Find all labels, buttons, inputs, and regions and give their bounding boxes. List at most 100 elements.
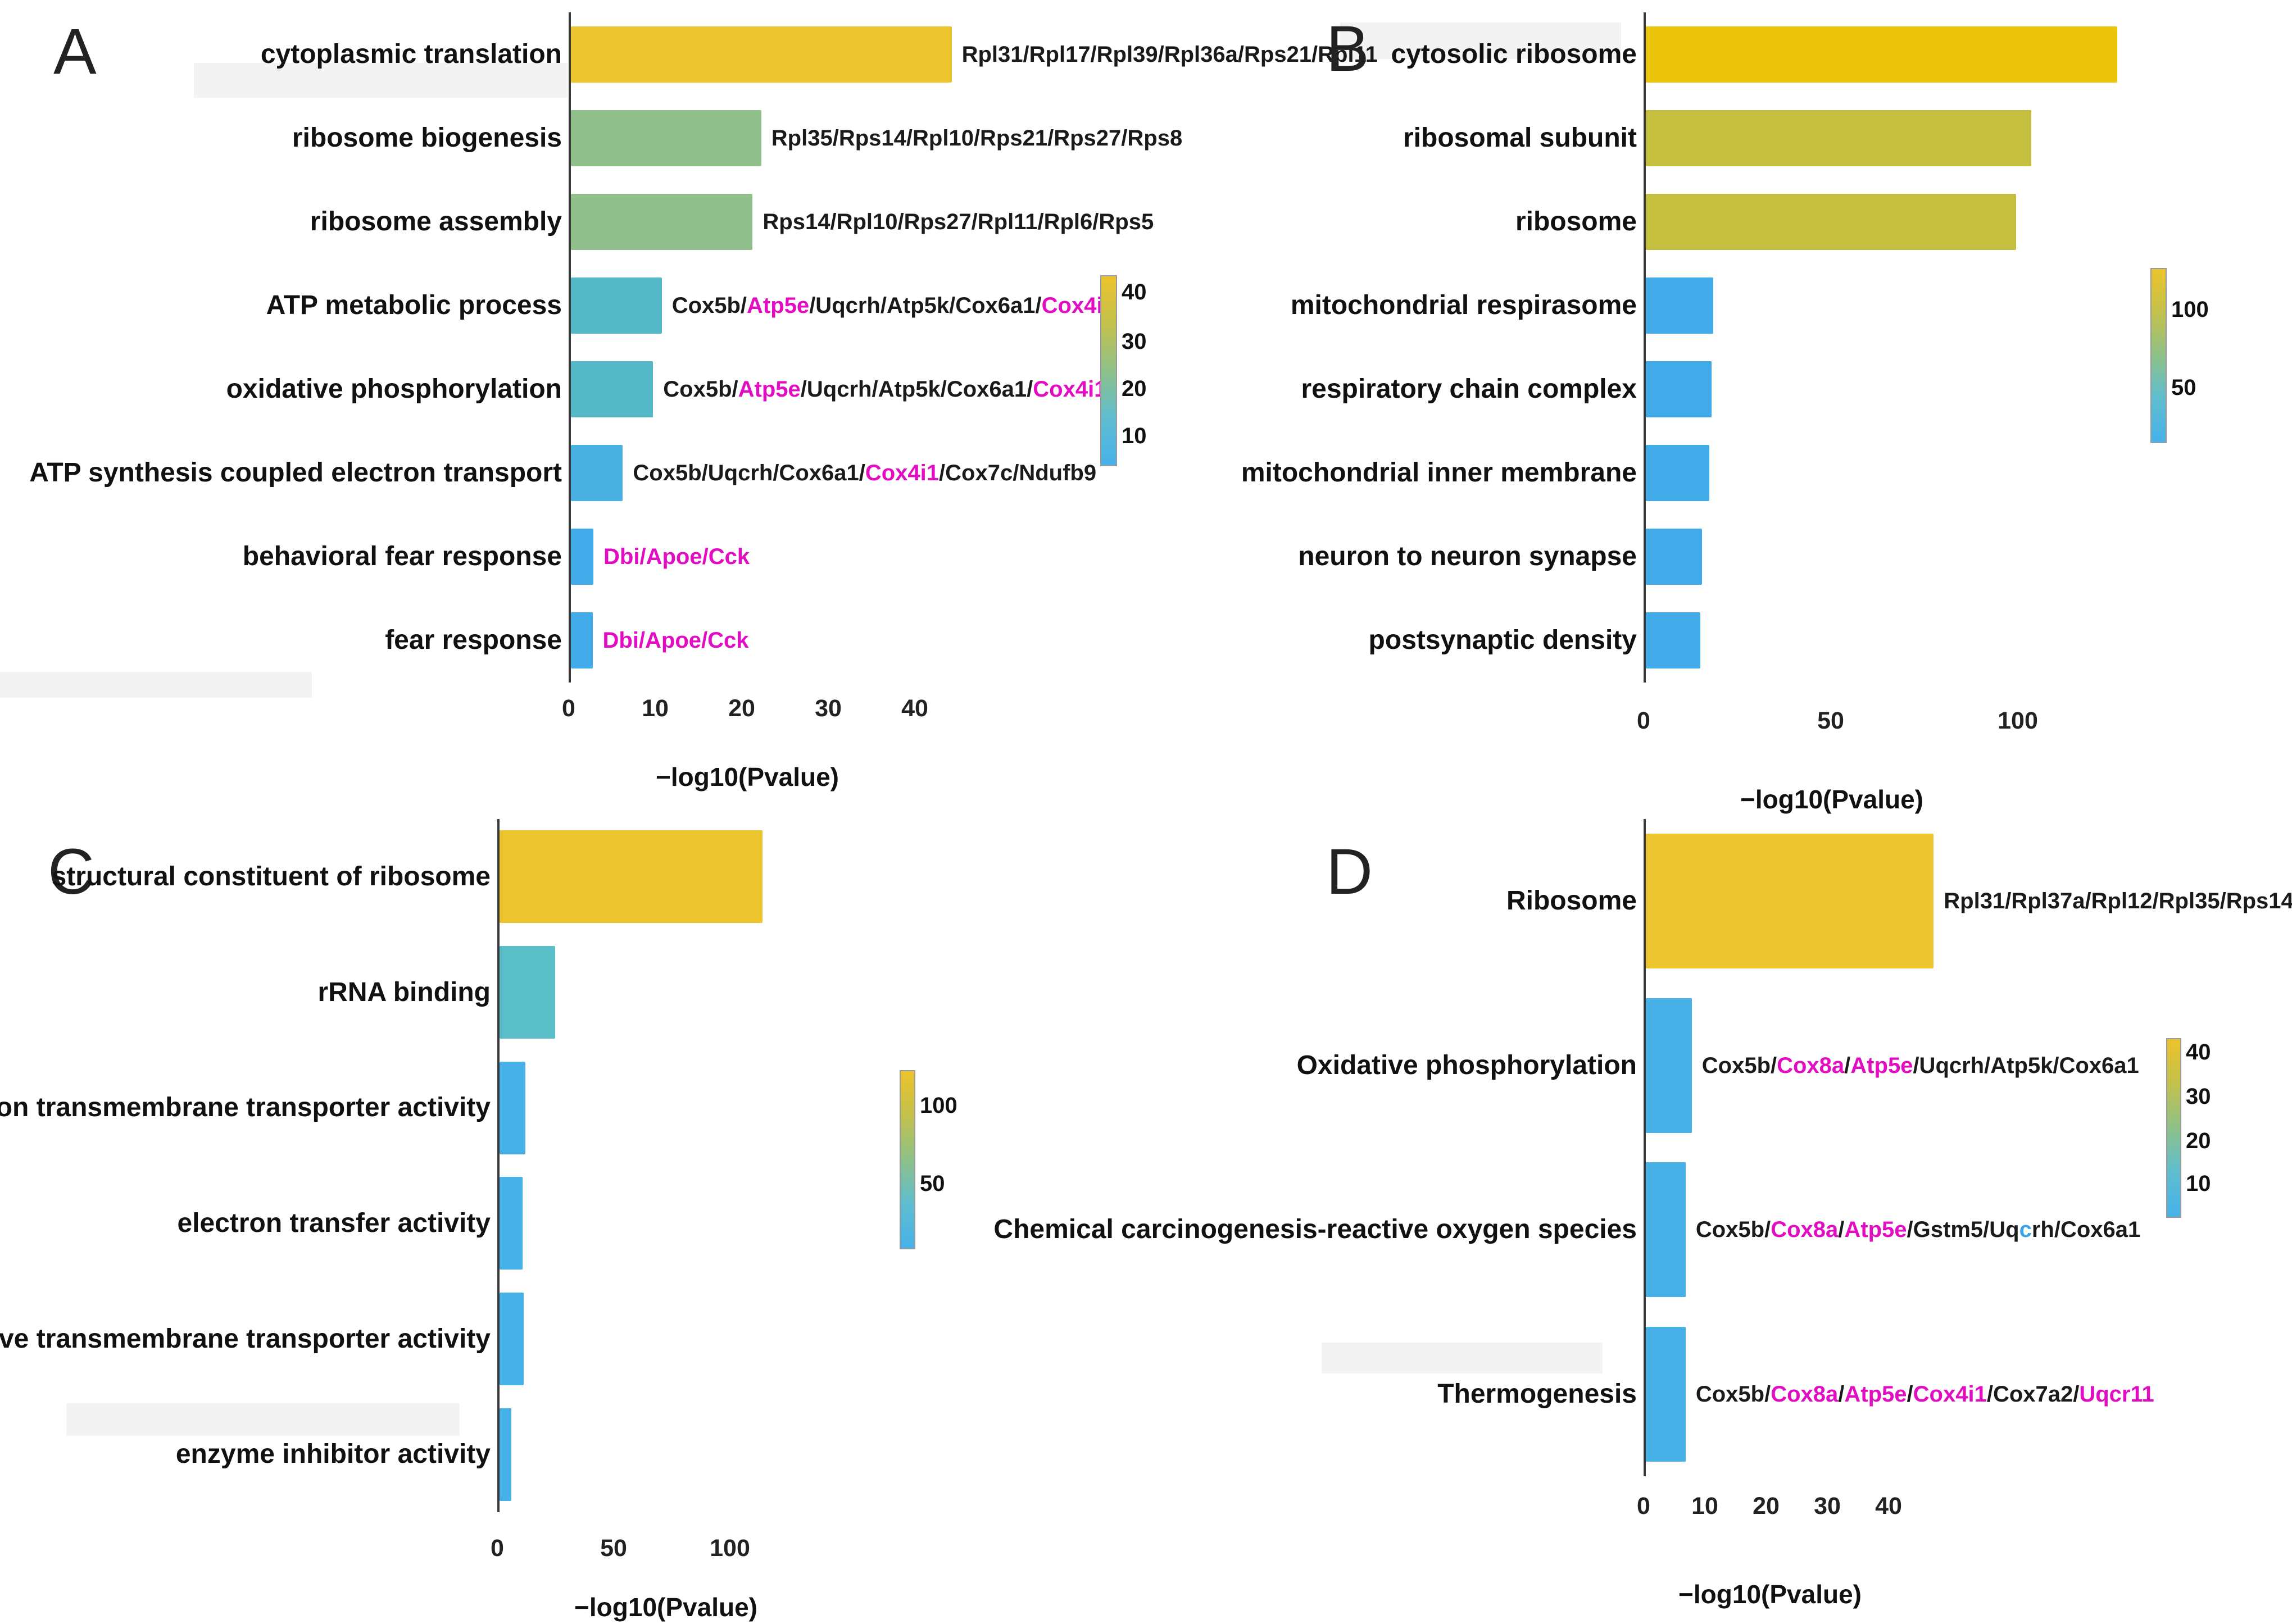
colorbar-gradient	[900, 1070, 915, 1249]
gene-segment: Atp5e	[1844, 1217, 1907, 1243]
gene-segment: Atp5e	[747, 293, 810, 318]
panel-letter-C: C	[48, 836, 95, 908]
x-tick-label: 20	[728, 695, 755, 722]
category-label: ribosomal subunit	[1403, 122, 1637, 153]
gene-segment: Cox5b/	[1695, 1217, 1771, 1243]
colorbar-gradient	[2150, 268, 2167, 443]
bar	[1646, 612, 1700, 669]
bar	[571, 193, 753, 250]
gene-segment: Atp5e	[1850, 1053, 1913, 1078]
bar	[500, 946, 556, 1039]
category-label: Ribosome	[1506, 886, 1637, 916]
colorbar-tick-label: 40	[1122, 280, 1147, 305]
gene-segment: Rpl31/Rpl37a/Rpl12/Rpl35/Rps14/Rpl17	[1944, 889, 2292, 914]
gene-label: Cox5b/Uqcrh/Cox6a1/Cox4i1/Cox7c/Ndufb9	[633, 462, 1096, 484]
background-artifact	[1340, 22, 1621, 59]
gene-label: Rpl31/Rpl17/Rpl39/Rpl36a/Rps21/Rpl11	[962, 43, 1378, 66]
gene-segment: Cox5b/	[663, 377, 738, 402]
category-label: rRNA binding	[317, 977, 491, 1007]
x-tick-label: 50	[600, 1535, 627, 1562]
gene-segment: /Gstm5/Uq	[1907, 1217, 2019, 1243]
gene-label: Cox5b/Atp5e/Uqcrh/Atp5k/Cox6a1/Cox4i1	[672, 294, 1115, 317]
bar	[571, 612, 593, 669]
gene-segment: c	[2019, 1217, 2032, 1243]
x-tick-label: 20	[1753, 1493, 1780, 1520]
gene-segment: Rpl31/Rpl17/Rpl39/Rpl36a/Rps21/Rpl11	[961, 42, 1378, 67]
category-label: cytosolic ribosome	[1391, 39, 1637, 69]
category-label: mitochondrial respirasome	[1290, 290, 1637, 320]
bar	[1646, 361, 1712, 418]
gene-segment: Cox4i1	[1913, 1381, 1987, 1407]
gene-label: Cox5b/Atp5e/Uqcrh/Atp5k/Cox6a1/Cox4i1	[663, 378, 1106, 401]
gene-label: Cox5b/Cox8a/Atp5e/Uqcrh/Atp5k/Cox6a1	[1702, 1054, 2139, 1077]
category-label: ATP metabolic process	[266, 290, 562, 320]
category-label: cytoplasmic translation	[260, 39, 562, 69]
colorbar-tick-label: 20	[1122, 376, 1147, 401]
colorbar-tick-label: 40	[2186, 1040, 2211, 1065]
category-label: structural constituent of ribosome	[51, 861, 491, 891]
x-tick-label: 40	[901, 695, 928, 722]
gene-label: Dbi/Apoe/Cck	[603, 629, 749, 652]
colorbar-gradient	[1100, 275, 1117, 466]
category-label: Oxidative phosphorylation	[1296, 1050, 1637, 1080]
bar	[500, 1293, 524, 1385]
bar	[1646, 1326, 1686, 1462]
x-tick-label: 50	[1817, 707, 1844, 734]
y-axis-line	[497, 819, 500, 1512]
category-label: Chemical carcinogenesis-reactive oxygen …	[993, 1214, 1637, 1245]
category-label: proton transmembrane transporter activit…	[0, 1093, 491, 1123]
gene-label: Dbi/Apoe/Cck	[603, 545, 750, 568]
category-label: neuron to neuron synapse	[1298, 542, 1637, 572]
bar	[1646, 277, 1713, 334]
background-artifact	[0, 672, 312, 698]
x-tick-label: 0	[491, 1535, 504, 1562]
x-tick-label: 100	[710, 1535, 750, 1562]
category-label: primary active transmembrane transporter…	[0, 1323, 491, 1354]
category-label: oxidative phosphorylation	[226, 374, 562, 404]
x-tick-label: 0	[1637, 1493, 1650, 1520]
x-axis-label: −log10(Pvalue)	[1740, 785, 1923, 814]
x-tick-label: 10	[642, 695, 669, 722]
bar	[571, 26, 952, 83]
panel-letter-A: A	[53, 16, 97, 88]
bar	[1646, 1162, 1686, 1298]
gene-label: Rpl31/Rpl37a/Rpl12/Rpl35/Rps14/Rpl17	[1944, 890, 2292, 912]
gene-segment: Cox4i1	[865, 461, 940, 486]
x-tick-label: 40	[1875, 1493, 1902, 1520]
gene-segment: Cox5b/	[671, 293, 747, 318]
gene-label: Cox5b/Cox8a/Atp5e/Gstm5/Uqcrh/Cox6a1	[1696, 1218, 2140, 1241]
gene-segment: Rps14/Rpl10/Rps27/Rpl11/Rpl6/Rps5	[763, 209, 1154, 234]
gene-segment: Atp5e	[738, 377, 801, 402]
colorbar-tick-label: 50	[920, 1171, 945, 1196]
gene-segment: Cox4i1	[1033, 377, 1107, 402]
colorbar-tick-label: 50	[2171, 375, 2196, 400]
bar	[1646, 26, 2118, 83]
bar	[1646, 834, 1934, 969]
y-axis-line	[569, 12, 571, 683]
colorbar-tick-label: 100	[2171, 297, 2209, 322]
x-axis-label: −log10(Pvalue)	[1678, 1580, 1862, 1609]
bar	[571, 110, 761, 166]
x-tick-label: 0	[1637, 707, 1650, 734]
x-tick-label: 100	[1998, 707, 2038, 734]
bar	[1646, 998, 1692, 1133]
gene-segment: /	[1844, 1053, 1851, 1078]
bar	[500, 830, 763, 924]
background-artifact	[66, 1403, 460, 1436]
gene-label: Rps14/Rpl10/Rps27/Rpl11/Rpl6/Rps5	[763, 211, 1154, 233]
gene-segment: /Uqcrh/Atp5k/Cox6a1/	[800, 377, 1033, 402]
category-label: fear response	[385, 625, 562, 656]
gene-segment: Uqcr11	[2079, 1381, 2154, 1407]
category-label: enzyme inhibitor activity	[175, 1439, 491, 1470]
category-label: Thermogenesis	[1437, 1379, 1637, 1409]
bar	[500, 1061, 525, 1154]
gene-segment: /Uqcrh/Atp5k/Cox6a1/	[809, 293, 1042, 318]
bar	[1646, 529, 1702, 585]
gene-segment: Cox8a	[1771, 1217, 1839, 1243]
gene-segment: Rpl35/Rps14/Rpl10/Rps21/Rps27/Rps8	[771, 125, 1183, 151]
x-tick-label: 0	[562, 695, 575, 722]
y-axis-line	[1644, 12, 1646, 683]
category-label: ribosome biogenesis	[292, 122, 562, 153]
gene-segment: Cox8a	[1777, 1053, 1845, 1078]
